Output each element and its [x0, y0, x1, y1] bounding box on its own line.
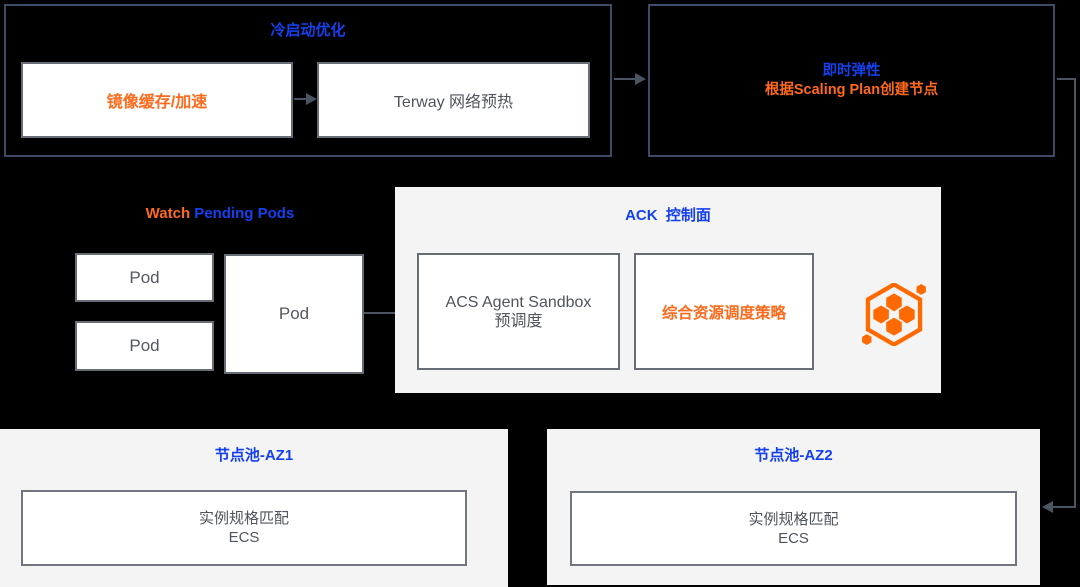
image-cache-box: 镜像缓存/加速 [21, 62, 293, 138]
instant-elastic-subtitle: 根据Scaling Plan创建节点 [764, 81, 939, 98]
arrow-coldstart-to-elastic-line [614, 78, 636, 80]
resource-strategy-label: 综合资源调度策略 [661, 304, 786, 322]
node-pool-az2-title: 节点池-AZ2 [754, 447, 833, 464]
image-cache-label: 镜像缓存/加速 [106, 94, 208, 111]
pod-box-large: Pod [224, 254, 364, 374]
connector-elastic-right-segment [1057, 78, 1076, 80]
pod-label: Pod [129, 267, 160, 287]
terway-box: Terway 网络预热 [317, 62, 590, 138]
watch-pending-pods-title: Watch Pending Pods [75, 205, 365, 222]
acs-agent-sandbox-line2: 预调度 [494, 312, 543, 330]
arrow-into-az2-icon [1042, 501, 1053, 513]
pod-box-1: Pod [75, 253, 214, 302]
pending-pods-label: Pending Pods [194, 205, 295, 222]
az2-instance-box: 实例规格匹配 ECS [570, 491, 1017, 566]
az1-instance-box: 实例规格匹配 ECS [21, 490, 467, 566]
connector-elastic-bottom-segment [1052, 506, 1076, 508]
watch-label: Watch [145, 205, 195, 222]
arrow-coldstart-to-elastic-icon [635, 73, 646, 85]
acs-agent-sandbox-line1: ACS Agent Sandbox [445, 293, 592, 311]
arrow-cache-to-terway-icon [306, 93, 317, 105]
pod-label: Pod [278, 304, 310, 323]
instant-elastic-title: 即时弹性 [822, 62, 881, 79]
ack-hexagon-icon [858, 281, 930, 348]
pod-label: Pod [129, 336, 160, 355]
az1-instance-line2: ECS [228, 529, 260, 546]
resource-strategy-box: 综合资源调度策略 [634, 253, 814, 370]
arrow-pod-to-sandbox-line [364, 312, 408, 314]
connector-elastic-down-segment [1074, 78, 1076, 508]
ack-control-plane-title: ACK 控制面 [625, 207, 711, 224]
arrow-cache-to-terway-line [294, 98, 307, 100]
cold-start-title: 冷启动优化 [270, 22, 346, 39]
az1-instance-line1: 实例规格匹配 [198, 510, 289, 527]
terway-label: Terway 网络预热 [393, 94, 514, 111]
acs-agent-sandbox-box: ACS Agent Sandbox 预调度 [417, 253, 620, 370]
instant-elastic-container: 即时弹性 根据Scaling Plan创建节点 [648, 4, 1055, 157]
az2-instance-line1: 实例规格匹配 [748, 510, 839, 528]
az2-instance-line2: ECS [778, 529, 809, 547]
node-pool-az1-title: 节点池-AZ1 [214, 447, 294, 464]
pod-box-2: Pod [75, 321, 214, 371]
